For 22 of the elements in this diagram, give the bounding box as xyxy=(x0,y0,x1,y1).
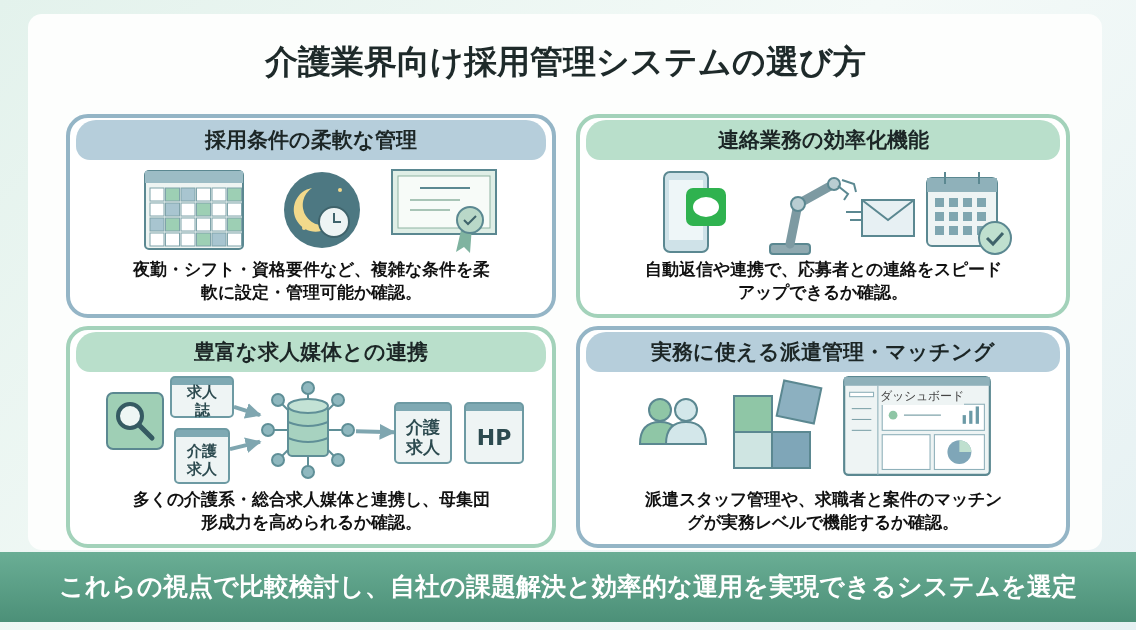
web-page-box: 介護求人 xyxy=(174,428,230,484)
panel-heading: 採用条件の柔軟な管理 xyxy=(76,120,546,160)
feature-panel xyxy=(66,114,556,318)
web-page-box: 求人誌 xyxy=(170,376,234,418)
panel-description: 多くの介護系・総合求人媒体と連携し、母集団形成力を高められるか確認。 xyxy=(131,489,491,534)
web-page-box: HP xyxy=(464,402,524,464)
arrow xyxy=(229,437,262,453)
panel-description: 自動返信や連携で、応募者との連絡をスピードアップできるか確認。 xyxy=(643,259,1003,304)
panel-heading: 連絡業務の効率化機能 xyxy=(586,120,1060,160)
feature-panel xyxy=(576,326,1070,548)
panel-description: 派遣スタッフ管理や、求職者と案件のマッチングが実務レベルで機能するか確認。 xyxy=(643,489,1003,534)
arrow xyxy=(355,423,396,440)
diagram-title: 介護業界向け採用管理システムの選び方 xyxy=(263,41,867,83)
summary-banner: これらの視点で比較検討し、自社の課題解決と効率的な運用を実現できるシステムを選定 xyxy=(0,552,1136,622)
arrow xyxy=(233,403,262,419)
panel-heading: 豊富な求人媒体との連携 xyxy=(76,332,546,372)
feature-panel xyxy=(66,326,556,548)
panel-heading: 実務に使える派遣管理・マッチング xyxy=(586,332,1060,372)
web-page-box: 介護求人 xyxy=(394,402,452,464)
panel-description: 夜勤・シフト・資格要件など、複雑な条件を柔軟に設定・管理可能か確認。 xyxy=(131,259,491,304)
feature-panel xyxy=(576,114,1070,318)
dashboard-heading: ダッシュボード xyxy=(880,388,964,405)
